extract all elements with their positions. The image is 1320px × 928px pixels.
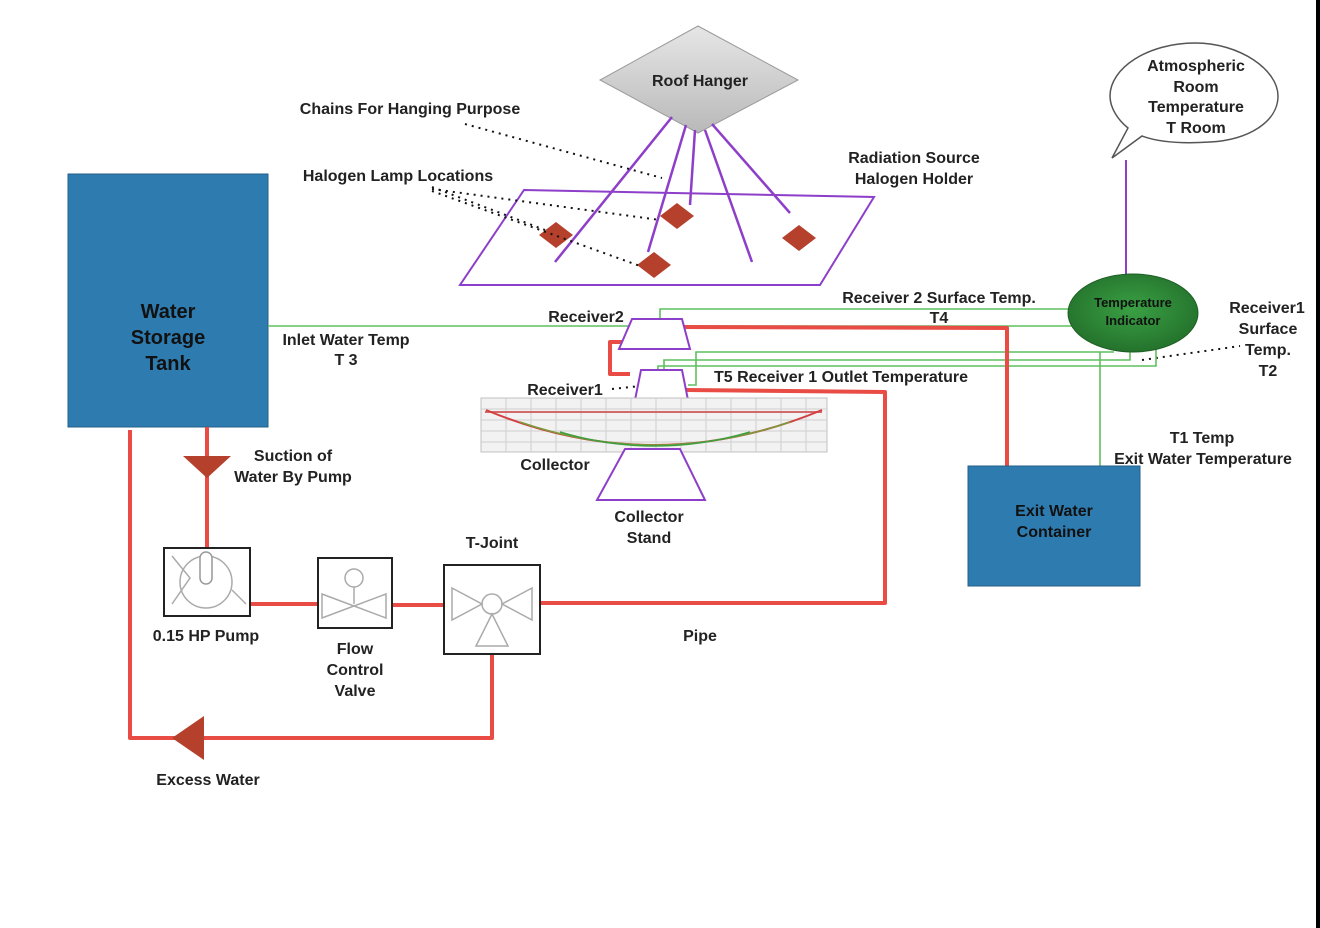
chains-label: Chains For Hanging Purpose xyxy=(300,101,521,118)
exit-container-label-2: Container xyxy=(1017,524,1092,541)
t5-label: T5 Receiver 1 Outlet Temperature xyxy=(714,369,968,386)
flow-control-valve xyxy=(317,557,393,629)
water-storage-tank: Water Storage Tank xyxy=(67,173,269,428)
collector-label: Collector xyxy=(520,457,589,474)
tank-label-1: Water xyxy=(141,301,196,323)
valve-label-3: Valve xyxy=(335,683,376,700)
pipe-receiver2-to-exit xyxy=(679,325,1009,466)
exit-water-container: Exit Water Container xyxy=(967,465,1141,587)
t-joint-label: T-Joint xyxy=(466,535,519,552)
pipe-excess-return xyxy=(128,430,178,740)
roof-hanger xyxy=(598,25,800,134)
receiver1-temp-label-2: Surface xyxy=(1239,321,1298,338)
receivers xyxy=(617,318,692,401)
receiver2-shape xyxy=(617,318,692,350)
receiver1-label: Receiver1 xyxy=(527,382,603,399)
hanging-chains xyxy=(554,116,791,263)
pointer-lines xyxy=(431,123,1241,390)
receiver1-temp-label-4: T2 xyxy=(1259,363,1278,380)
collector-stand-label-2: Stand xyxy=(627,530,671,547)
pipe-tjoint-bypass xyxy=(200,640,494,740)
image-right-border xyxy=(1316,0,1320,928)
indicator-label-2: Indicator xyxy=(1106,313,1161,328)
receiver2-label: Receiver2 xyxy=(548,309,624,326)
pump-label: 0.15 HP Pump xyxy=(153,628,260,645)
receiver1-shape xyxy=(633,369,690,401)
excess-water-label: Excess Water xyxy=(156,772,259,789)
collector-grid-lines xyxy=(481,398,827,452)
t4-wire xyxy=(659,308,1075,322)
halogen-lamps xyxy=(539,203,816,278)
suction-arrow xyxy=(183,456,231,478)
receiver1-temp-label-3: Temp. xyxy=(1245,342,1291,359)
halogen-lamp-label: Halogen Lamp Locations xyxy=(303,168,493,185)
room-temperature-bubble: Atmospheric Room Temperature T Room xyxy=(1109,42,1279,284)
collector-stand-shape xyxy=(595,448,707,501)
t5-wire xyxy=(688,351,1114,386)
excess-water-arrow xyxy=(172,716,204,760)
pipe-label: Pipe xyxy=(683,628,717,645)
pump xyxy=(163,547,251,617)
valve-label-2: Control xyxy=(327,662,384,679)
suction-label-1: Suction of xyxy=(254,448,333,465)
suction-label-2: Water By Pump xyxy=(234,469,352,486)
tank-label-3: Tank xyxy=(145,353,191,375)
receiver1-temp-label-1: Receiver1 xyxy=(1229,300,1305,317)
collector xyxy=(480,397,828,501)
halogen-lamp xyxy=(637,252,671,278)
inlet-temp-label-2: T 3 xyxy=(334,352,357,369)
halogen-lamp xyxy=(539,222,573,248)
room-temp-label-2: Room xyxy=(1173,79,1218,96)
t1-label-2: Exit Water Temperature xyxy=(1114,451,1292,468)
halogen-holder-label: Halogen Holder xyxy=(855,171,973,188)
room-temp-label-4: T Room xyxy=(1166,120,1226,137)
halogen-lamp xyxy=(660,203,694,229)
pipe-receiver1-outlet xyxy=(520,388,887,605)
radiation-source-label: Radiation Source xyxy=(848,150,980,167)
room-temp-label-3: Temperature xyxy=(1148,99,1244,116)
valve-label-1: Flow xyxy=(337,641,374,658)
receiver2-temp-label-1: Receiver 2 Surface Temp. xyxy=(842,290,1036,307)
tank-label-2: Storage xyxy=(131,327,205,349)
collector-grid xyxy=(480,397,828,453)
t-joint xyxy=(443,564,541,655)
roof-hanger-label: Roof Hanger xyxy=(652,73,748,90)
halogen-holder-frame xyxy=(458,188,876,286)
temperature-indicator: Temperature Indicator xyxy=(1067,273,1199,353)
exit-container-label-1: Exit Water xyxy=(1015,503,1093,520)
t1-label-1: T1 Temp xyxy=(1170,430,1235,447)
inlet-temp-label-1: Inlet Water Temp xyxy=(282,332,409,349)
radiation-source-assembly: Roof Hanger Chains For Hanging Purpose H… xyxy=(300,25,1241,390)
indicator-label-1: Temperature xyxy=(1094,295,1172,310)
receiver2-temp-label-2: T4 xyxy=(930,310,949,327)
room-temp-label-1: Atmospheric xyxy=(1147,58,1245,75)
halogen-lamp xyxy=(782,225,816,251)
pipes xyxy=(128,325,1009,740)
collector-stand-label-1: Collector xyxy=(614,509,683,526)
